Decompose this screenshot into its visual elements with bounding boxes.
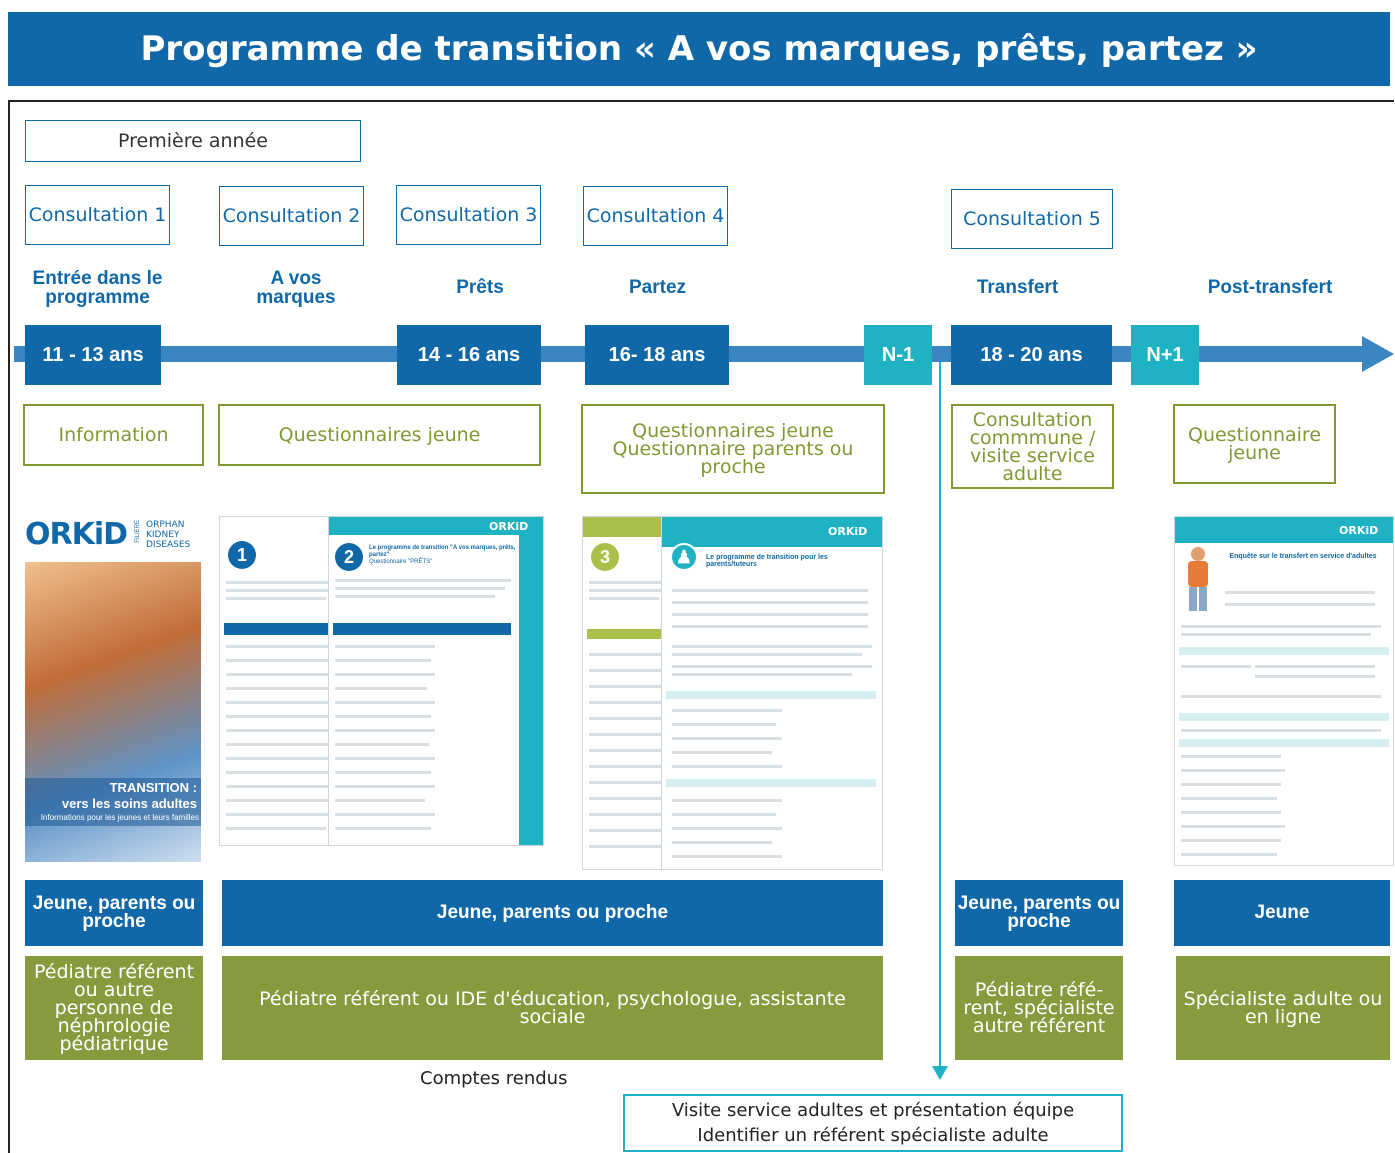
questionnaire-2-title: Le programme de transition "A vos marque… xyxy=(369,545,516,558)
age-18-20: 18 - 20 ans xyxy=(951,325,1112,385)
orkid-tagline-2: KIDNEY xyxy=(146,530,180,540)
questionnaire-post-logo: ORKiD xyxy=(1339,524,1379,537)
age-11-13: 11 - 13 ans xyxy=(25,325,161,385)
family-icon: ♟ xyxy=(670,543,698,571)
consultation-5-label: Consultation 5 xyxy=(963,208,1101,230)
age-14-16: 14 - 16 ans xyxy=(397,325,541,385)
questionnaire-parents-title: Le programme de transition pour les pare… xyxy=(706,554,828,568)
adult-service-visit-box: Visite service adultes et présentation é… xyxy=(623,1094,1123,1152)
age-16-18: 16- 18 ans xyxy=(585,325,729,385)
referent-1: Pédiatre référent ou autre personne de n… xyxy=(25,956,203,1060)
tool-questionnaires-jeune-parents: Questionnaires jeune Questionnaire paren… xyxy=(581,404,885,494)
brochure-title-line2: vers les soins adultes xyxy=(61,796,197,811)
transfer-connector-line xyxy=(939,362,941,1068)
transfer-connector-arrowhead xyxy=(932,1066,948,1080)
tool-consultation-commune: Consultation commmune / visite service a… xyxy=(951,404,1114,489)
title-banner: Programme de transition « A vos marques,… xyxy=(8,12,1390,86)
audience-2: Jeune, parents ou proche xyxy=(222,880,883,946)
questionnaire-2-thumbnail: ORKiD 2 Le programme de transition "A vo… xyxy=(328,516,544,846)
audience-1: Jeune, parents ou proche xyxy=(25,880,203,946)
consultation-5: Consultation 5 xyxy=(951,189,1113,249)
questionnaire-2-logo: ORKiD xyxy=(489,520,529,533)
consultation-4: Consultation 4 xyxy=(583,186,728,246)
orkid-tagline-1: ORPHAN xyxy=(146,520,185,530)
questionnaire-3-number: 3 xyxy=(591,543,619,571)
orkid-tagline-3: DISEASES xyxy=(146,540,191,550)
referent-2: Pédiatre référent ou IDE d'éducation, ps… xyxy=(222,956,883,1060)
stage-a-vos-marques: A vos marques xyxy=(256,268,336,308)
marker-n-minus-1: N-1 xyxy=(864,325,932,385)
questionnaire-parents-thumbnail: ORKiD ♟ Le programme de transition pour … xyxy=(661,516,883,870)
questionnaire-2-number: 2 xyxy=(335,543,363,571)
questionnaire-parents-logo: ORKiD xyxy=(828,525,868,538)
tool-questionnaires-jeune: Questionnaires jeune xyxy=(218,404,541,466)
tool-information: Information xyxy=(23,404,204,466)
comptes-rendus-label: Comptes rendus xyxy=(420,1068,568,1089)
first-year-box: Première année xyxy=(25,120,361,162)
consultation-1: Consultation 1 xyxy=(25,185,170,245)
stage-transfert: Transfert xyxy=(976,276,1059,298)
tool-q-parents-line: Questionnaire parents ou proche xyxy=(612,438,854,478)
marker-n-plus-1: N+1 xyxy=(1131,325,1199,385)
consultation-4-label: Consultation 4 xyxy=(586,205,725,227)
brochure-subtitle: Informations pour les jeunes et leurs fa… xyxy=(40,813,199,822)
walking-child-icon xyxy=(1183,547,1211,613)
stage-post-transfert: Post-transfert xyxy=(1207,276,1333,298)
stage-partez: Partez xyxy=(628,276,687,298)
page-title: Programme de transition « A vos marques,… xyxy=(140,29,1258,69)
questionnaire-2-subtitle: Questionnaire "PRÊTS" xyxy=(369,559,433,565)
consultation-2: Consultation 2 xyxy=(219,186,364,246)
consultation-2-label: Consultation 2 xyxy=(222,205,361,227)
consultation-3-label: Consultation 3 xyxy=(399,204,538,226)
stage-entree: Entrée dans le programme xyxy=(32,268,163,308)
consultation-1-label: Consultation 1 xyxy=(28,204,167,226)
brochure-title-line1: TRANSITION : xyxy=(109,780,197,795)
visit-line-2: Identifier un référent spécialiste adult… xyxy=(697,1125,1049,1146)
referent-4: Spécialiste adulte ou en ligne xyxy=(1176,956,1390,1060)
orkid-tagline: ORPHAN KIDNEY DISEASES xyxy=(146,520,190,550)
referent-3: Pédiatre réfé-rent, spécialiste autre ré… xyxy=(955,956,1123,1060)
consultation-3: Consultation 3 xyxy=(396,185,541,245)
tool-q-jeune-line: Questionnaires jeune xyxy=(632,420,834,442)
stage-prets: Prêts xyxy=(456,276,504,298)
brochure-title: TRANSITION : vers les soins adultes xyxy=(25,780,197,812)
brochure-caption-band xyxy=(25,778,201,826)
tool-questionnaire-jeune: Questionnaire jeune xyxy=(1173,404,1336,484)
questionnaire-1-number: 1 xyxy=(228,541,256,569)
first-year-label: Première année xyxy=(118,130,268,152)
visit-line-1: Visite service adultes et présentation é… xyxy=(671,1100,1075,1121)
audience-4: Jeune xyxy=(1174,880,1390,946)
orkid-logo: ORKiD xyxy=(25,517,128,552)
questionnaire-post-transfert-thumbnail: ORKiD Enquête sur le transfert en servic… xyxy=(1174,516,1394,866)
questionnaire-post-title: Enquête sur le transfert en service d'ad… xyxy=(1229,553,1377,560)
diagram-frame xyxy=(8,100,1394,1153)
orkid-filiere-label: FILIÈRE xyxy=(135,520,141,543)
audience-3: Jeune, parents ou proche xyxy=(955,880,1123,946)
timeline-arrowhead xyxy=(1362,336,1394,372)
